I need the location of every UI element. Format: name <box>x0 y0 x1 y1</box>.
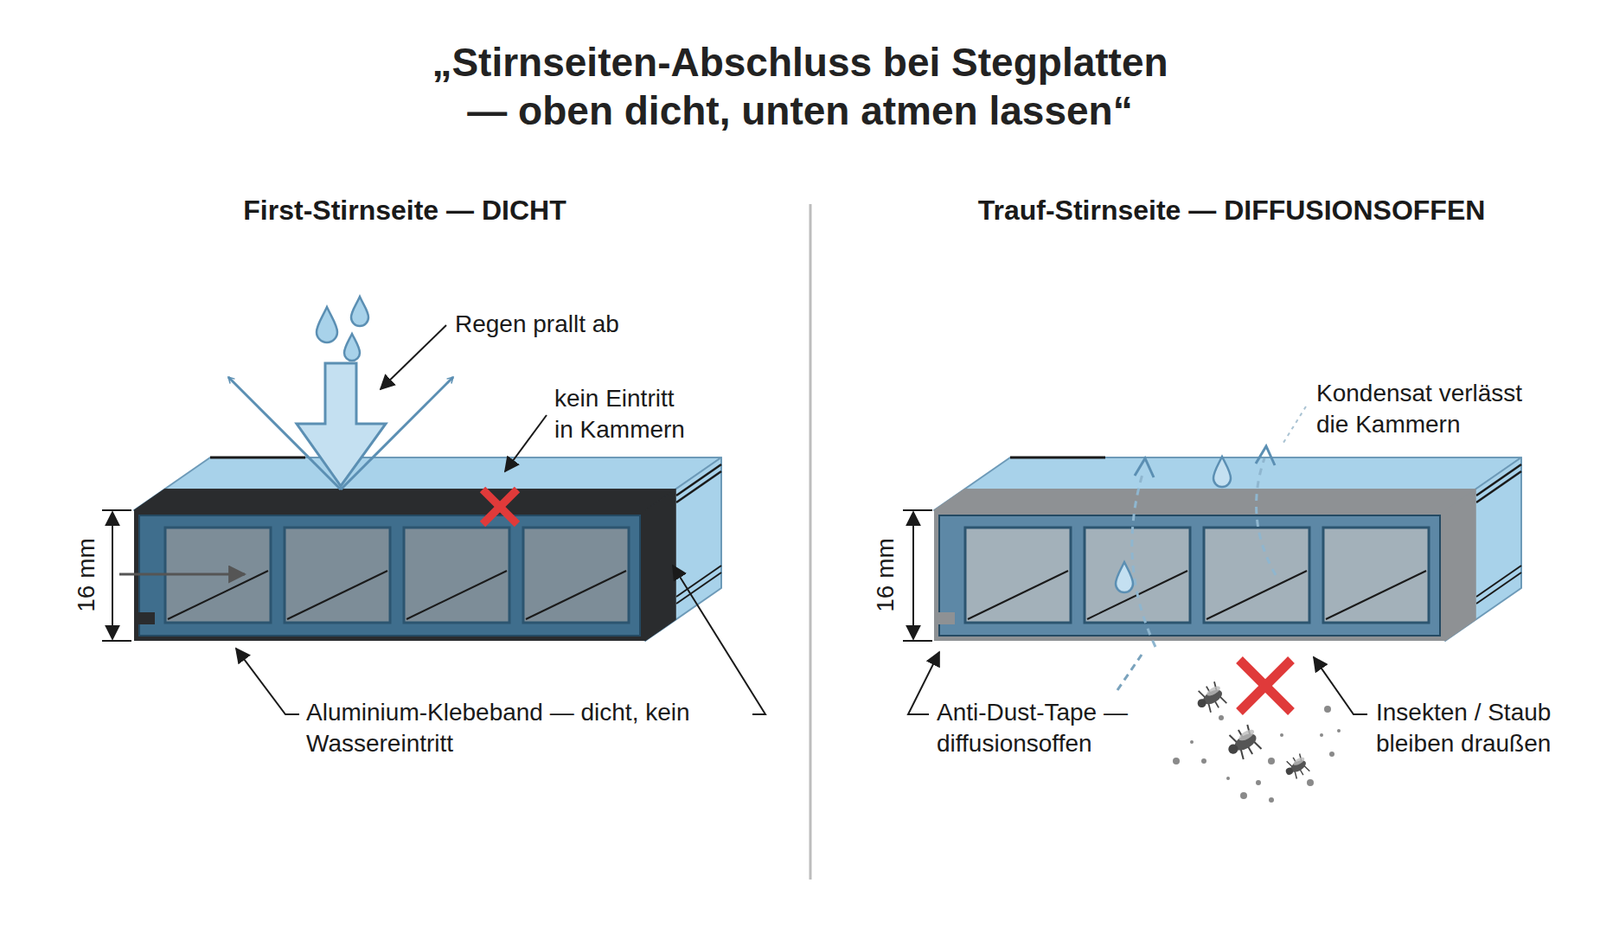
callout-label: Insekten / Staub bleiben draußen <box>1376 697 1571 761</box>
profile-section <box>902 457 1522 641</box>
dust-and-insects <box>1172 680 1341 803</box>
profile-section <box>102 457 722 641</box>
callout-label: Regen prallt ab <box>454 308 620 340</box>
title: „Stirnseiten-Abschluss bei Stegplatten —… <box>420 38 1181 135</box>
callout-label: Anti-Dust-Tape — diffusionsoffen <box>936 697 1153 761</box>
dimension-label: 16 mm <box>870 537 902 613</box>
symbols <box>119 296 1368 715</box>
profiles <box>102 457 1522 641</box>
callout-label: Aluminium-Klebeband — dicht, kein Wasser… <box>306 697 713 761</box>
callout-label: Kondensat verlässt die Kammern <box>1316 377 1542 442</box>
callout-label: kein Eintritt in Kammern <box>554 383 698 447</box>
panel-heading: Trauf-Stirnseite — DIFFUSIONSOFFEN <box>978 192 1486 230</box>
divider <box>809 204 813 880</box>
panel-heading: First-Stirnseite — DICHT <box>243 192 566 230</box>
dimension-label: 16 mm <box>70 537 103 613</box>
